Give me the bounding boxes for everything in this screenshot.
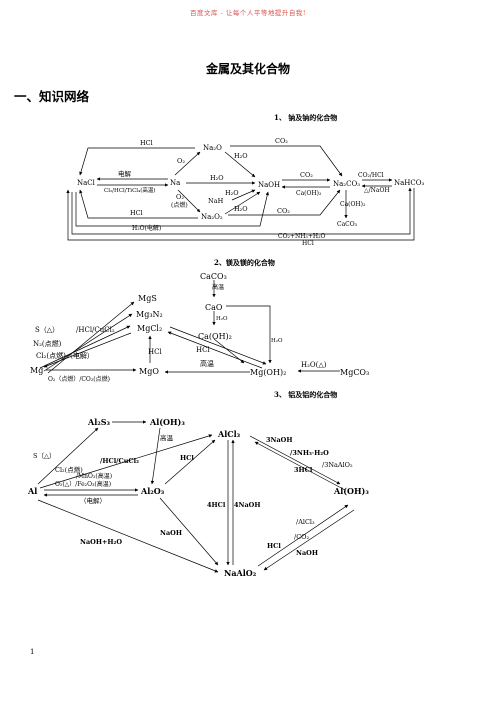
label-hcl-b: HCl (267, 542, 281, 550)
label-h2o-d: H₂O (234, 205, 248, 213)
subtitle-magnesium: 2、镁及镁的化合物 (214, 258, 275, 267)
label-o2: O₂(△）/Fe₂O₃(高温) (55, 480, 111, 488)
node-nah: NaH (208, 197, 224, 205)
label-gaowen: 高温 (160, 433, 174, 442)
label-o2-co2: O₂（点燃）/CO₂(点燃) (48, 375, 110, 383)
label-h2o-a: H₂O (216, 316, 228, 322)
label-hcl-b: HCl (196, 346, 210, 354)
label-cl2: Cl₂(点燃) (55, 465, 83, 474)
node-cao: CaO (205, 303, 223, 312)
node-al: Al (27, 486, 37, 496)
aluminum-labels: 高温 S（△） /HCl/CuCl₂ HCl Cl₂(点燃) /MnO₂(高温)… (33, 433, 353, 557)
magnesium-nodes: CaCO₃ CaO MgS Mg₃N₂ MgCl₂ Ca(OH)₂ Mg MgO… (30, 272, 369, 377)
node-alcl3: AlCl₃ (217, 429, 241, 439)
label-naoh-b: NaOH (296, 549, 318, 557)
label-co2-hcl: CO₂/HCl (358, 172, 384, 179)
label-s-heat: S（△） (35, 326, 59, 334)
node-na: Na (170, 179, 180, 187)
node-al2o3: Al₂O₃ (140, 486, 165, 496)
node-mg: Mg (30, 366, 43, 375)
node-mgcl2: MgCl₂ (137, 324, 162, 333)
node-aloh3-right: Al(OH)₃ (333, 486, 369, 496)
label-co2: /CO₂ (294, 533, 309, 541)
label-caoh2-a: Ca(OH)₂ (296, 190, 322, 197)
label-hcl-bottom: HCl (130, 209, 143, 217)
node-na2co3: Na₂CO₃ (333, 180, 360, 188)
label-electrolysis: 电解 (118, 169, 132, 178)
label-hcl-a: HCl (148, 348, 162, 356)
label-naoh-h2o: NaOH+H₂O (80, 538, 122, 546)
label-hcl-top: HCl (140, 139, 153, 147)
label-hcl: HCl (180, 454, 194, 462)
label-gaowen-a: 高温 (212, 283, 224, 291)
label-h2o-b: H₂O (271, 338, 283, 344)
label-co2-bottom: CO₂ (277, 207, 290, 215)
node-al2s3: Al₂S₃ (87, 417, 111, 427)
node-mgs: MgS (138, 294, 157, 303)
label-reagents-left: Cl₂/HCl/TiCl₄(高温) (104, 186, 156, 194)
aluminum-nodes: Al₂S₃ Al(OH)₃ AlCl₃ Al Al₂O₃ Al(OH)₃ NaA… (27, 417, 369, 578)
label-h2o-a: H₂O (234, 152, 248, 160)
label-n2: N₂(点燃) (33, 339, 62, 348)
sodium-labels: HCl O₂ H₂O CO₂ 电解 Cl₂/HCl/TiCl₄(高温) H₂O … (104, 137, 390, 247)
page-number: 1 (30, 648, 35, 656)
label-heat-naoh: △/NaOH (364, 187, 390, 194)
subtitle-aluminum: 3、 铝及铝的化合物 (274, 390, 338, 399)
node-naalo2: NaAlO₂ (224, 568, 257, 578)
label-co2-mid: CO₂ (300, 171, 313, 179)
label-o2: O₂ (177, 157, 185, 165)
label-mno2: /MnO₂(高温) (76, 472, 112, 480)
label-h2o-b: H₂O (210, 174, 224, 182)
node-mgco3: MgCO₃ (340, 368, 369, 377)
label-hcl-last: HCl (302, 240, 314, 247)
subtitle-sodium: 1、 钠及钠的化合物 (274, 113, 338, 122)
label-caoh2-b: Ca(OH)₂ (340, 201, 366, 208)
label-h2o-electrolysis: H₂O(电解) (132, 224, 161, 232)
label-ignition: (点燃) (171, 201, 188, 209)
label-3naoh: 3NaOH (266, 436, 292, 444)
sodium-nodes: NaCl Na Na₂O Na₂O₂ NaOH Na₂CO₃ NaHCO₃ Ca… (77, 144, 424, 228)
label-naoh: NaOH (160, 529, 182, 537)
label-reagents: /HCl/CuCl₂ (76, 326, 115, 334)
node-aloh3-top: Al(OH)₃ (149, 417, 185, 427)
label-h2o-c: H₂O (225, 189, 239, 197)
label-3naalo2: /3NaAlO₂ (322, 461, 353, 469)
node-naoh: NaOH (258, 181, 280, 189)
label-gaowen-b: 高温 (200, 359, 214, 368)
label-o2-b: O₂ (176, 193, 184, 201)
label-hcl-cucl2: /HCl/CuCl₂ (100, 457, 139, 465)
node-na2o2: Na₂O₂ (201, 213, 223, 221)
page-header: 百度文库 - 让每个人平等地提升自我! (190, 9, 306, 17)
magnesium-labels: 高温 H₂O S（△） /HCl/CuCl₂ N₂(点燃) Cl₂(点燃)（电解… (33, 283, 327, 383)
label-cl2: Cl₂(点燃)（电解） (36, 351, 94, 360)
label-co2-top: CO₂ (275, 137, 288, 145)
label-electrolysis: （电解） (80, 496, 106, 505)
node-nahco3: NaHCO₃ (394, 179, 424, 187)
node-mg3n2: Mg₃N₂ (136, 310, 163, 319)
label-4hcl: 4HCl (207, 501, 226, 509)
section-heading: 一、知识网络 (14, 89, 90, 104)
label-3hcl: 3HCl (294, 466, 313, 474)
label-3nh3: /3NH₃·H₂O (290, 449, 329, 457)
node-caoh2: Ca(OH)₂ (198, 332, 232, 341)
label-h2o-heat: H₂O(△) (301, 361, 327, 369)
node-na2o: Na₂O (203, 144, 222, 152)
node-nacl: NaCl (77, 179, 96, 187)
node-caco3: CaCO₃ (200, 272, 227, 281)
label-alcl3: /AlCl₃ (296, 518, 315, 526)
document-title: 金属及其化合物 (205, 62, 290, 76)
label-4naoh: 4NaOH (234, 501, 260, 509)
node-mgo: MgO (139, 367, 159, 376)
node-mgoh2: Mg(OH)₂ (250, 368, 286, 377)
label-s-heat: S（△） (33, 452, 55, 460)
label-co2-nh3: CO₂+NH₃+H₂O (278, 233, 325, 240)
node-caco3: CaCO₃ (337, 221, 358, 228)
